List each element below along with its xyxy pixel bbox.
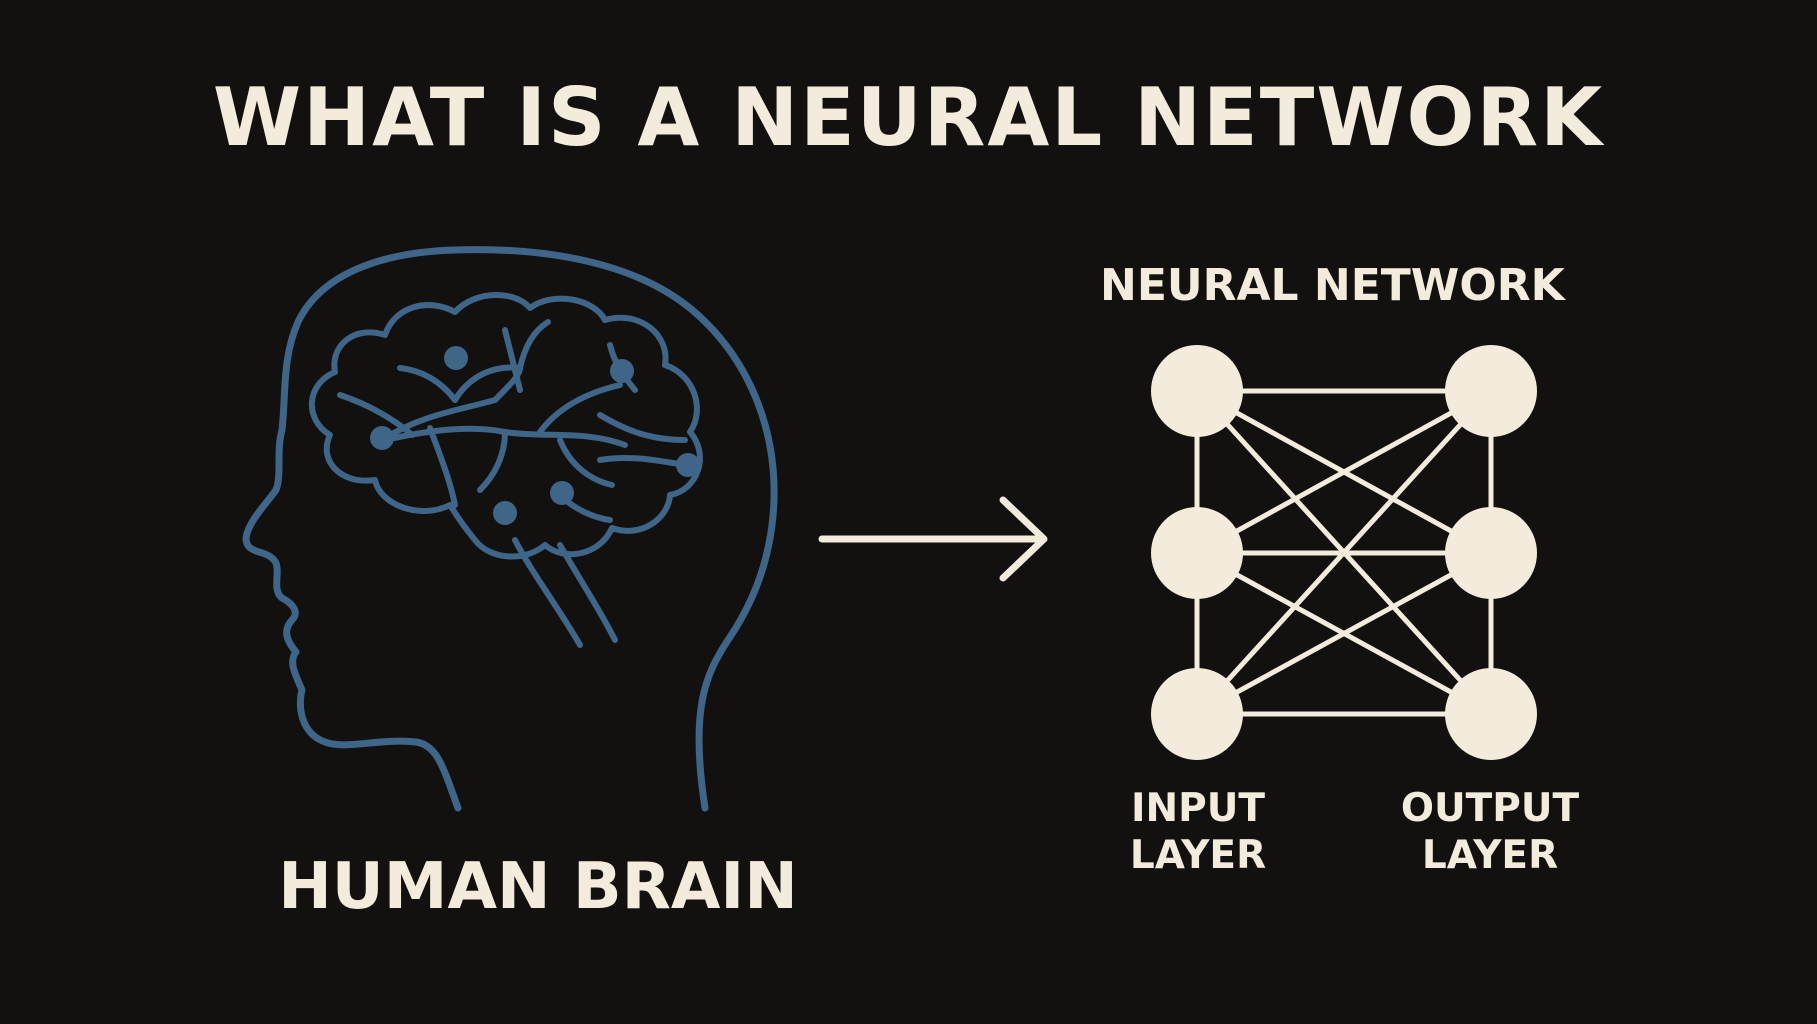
- arrow-right-icon: [818, 496, 1048, 582]
- brain-node: [370, 426, 394, 450]
- human-brain-label: HUMAN BRAIN: [278, 850, 798, 924]
- brain-node-markers: [370, 346, 700, 525]
- network-connections: [1194, 388, 1494, 717]
- brain-node: [550, 481, 574, 505]
- connection-line: [1194, 550, 1494, 717]
- output-layer-line2: LAYER: [1421, 832, 1559, 878]
- connection-line: [1194, 388, 1494, 556]
- output-node: [1445, 668, 1537, 760]
- output-layer-line1: OUTPUT: [1400, 786, 1580, 831]
- brain-node: [444, 346, 468, 370]
- input-node: [1151, 507, 1243, 599]
- network-nodes: [1151, 345, 1537, 760]
- head-profile-icon: [242, 246, 778, 812]
- input-node: [1151, 345, 1243, 437]
- output-layer-label: OUTPUT LAYER: [1380, 786, 1600, 880]
- brain-node: [493, 501, 517, 525]
- input-node: [1151, 668, 1243, 760]
- brain-node: [610, 359, 634, 383]
- input-layer-line1: INPUT: [1130, 786, 1265, 831]
- neural-network-label: NEURAL NETWORK: [1100, 260, 1565, 311]
- connection-line: [1194, 388, 1494, 717]
- brain-node: [676, 453, 700, 477]
- output-node: [1445, 345, 1537, 437]
- input-layer-label: INPUT LAYER: [1088, 786, 1308, 880]
- brain-icon: [308, 292, 703, 648]
- input-layer-line2: LAYER: [1129, 832, 1267, 878]
- page-title: WHAT IS A NEURAL NETWORK: [212, 71, 1605, 164]
- output-node: [1445, 507, 1537, 599]
